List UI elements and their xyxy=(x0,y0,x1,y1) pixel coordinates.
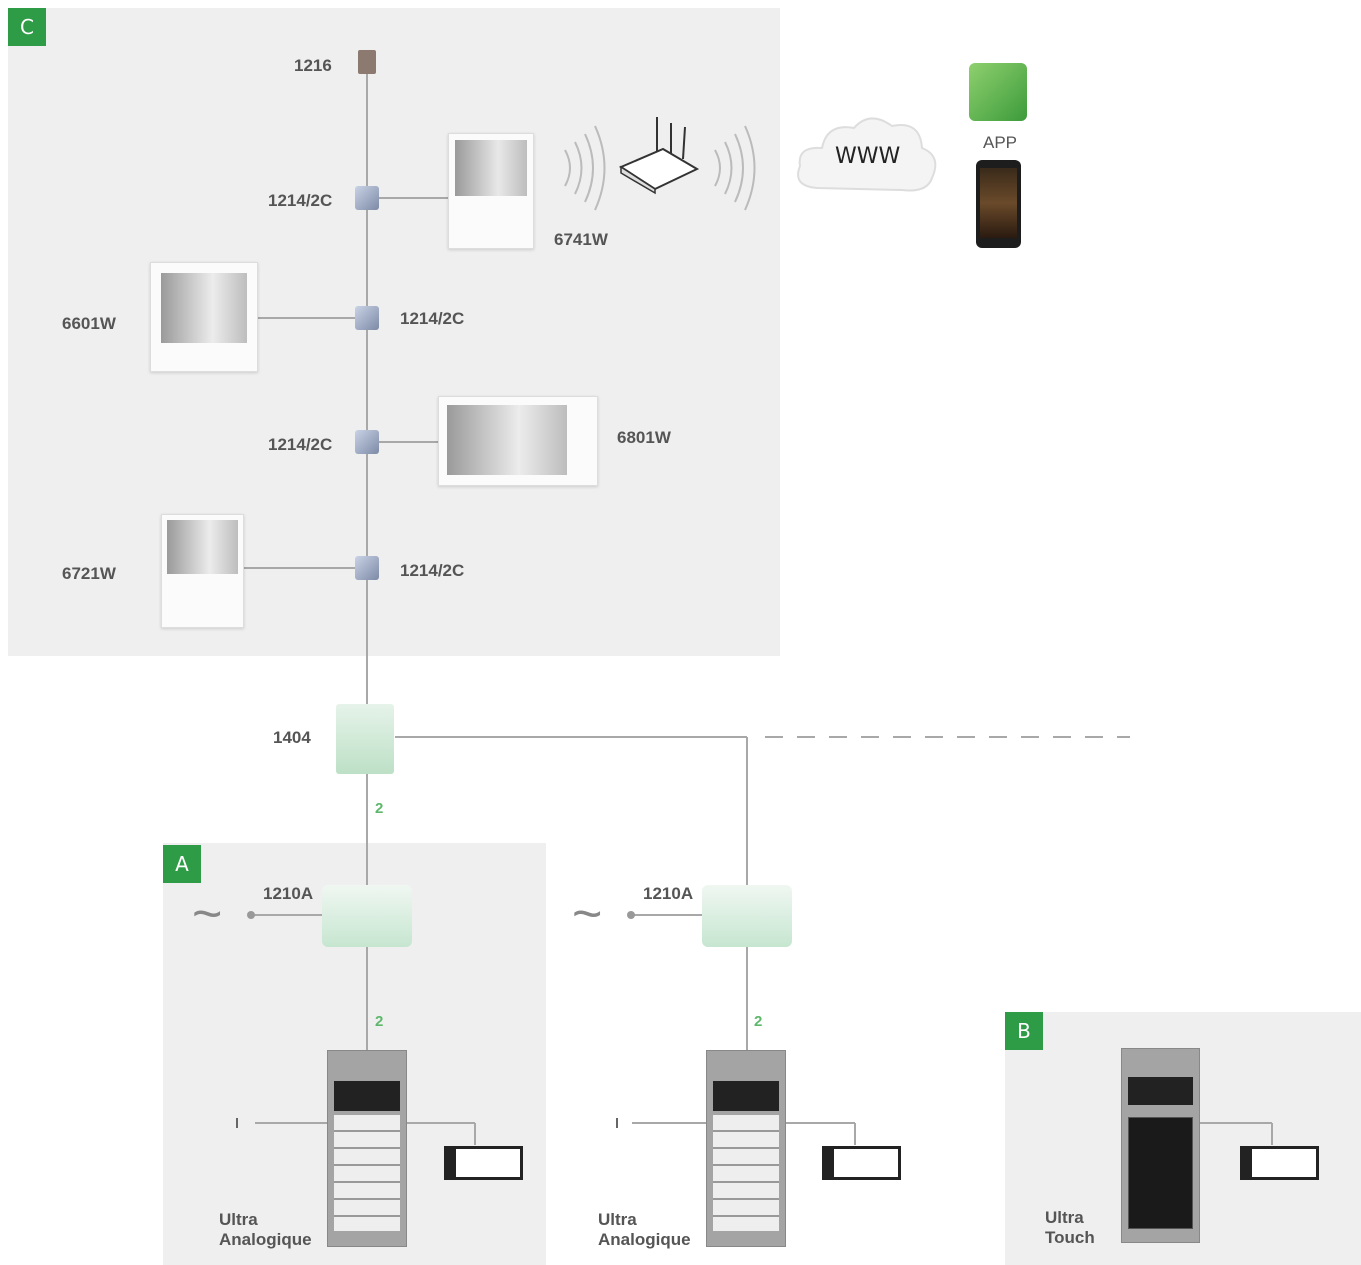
label-1214-2c: 1214/2C xyxy=(268,191,333,210)
module-1216-icon xyxy=(358,50,376,74)
distributor-1214-icon xyxy=(355,186,379,210)
monitor-6601w xyxy=(150,262,258,372)
wire-count-label: 2 xyxy=(375,1013,384,1030)
ultra-touch-label: Ultra Touch xyxy=(1045,1208,1095,1247)
monitor-6721w xyxy=(161,514,244,628)
power-supply-1210a xyxy=(702,885,792,947)
app-icon[interactable] xyxy=(969,63,1027,121)
zone-a-tag: A xyxy=(163,845,201,883)
power-supply-1210a xyxy=(322,885,412,947)
zone-c-tag: C xyxy=(8,8,46,46)
label-1216: 1216 xyxy=(294,56,332,75)
label-6741w: 6741W xyxy=(554,230,608,249)
zone-c xyxy=(8,8,780,656)
cloud-icon xyxy=(797,117,937,192)
label-6801w: 6801W xyxy=(617,428,671,447)
module-1404 xyxy=(336,704,394,774)
door-lock-icon xyxy=(444,1146,523,1180)
label-1404: 1404 xyxy=(273,728,311,747)
wire-count-label: 2 xyxy=(754,1013,763,1030)
door-panel-ultra-analogique xyxy=(706,1050,786,1247)
label-6721w: 6721W xyxy=(62,564,116,583)
www-label: WWW xyxy=(835,144,901,169)
distributor-1214-icon xyxy=(355,306,379,330)
exit-button-icon xyxy=(616,1118,632,1128)
monitor-6801w xyxy=(438,396,598,486)
label-1214-2c: 1214/2C xyxy=(400,561,465,580)
distributor-1214-icon xyxy=(355,430,379,454)
label-1214-2c: 1214/2C xyxy=(268,435,333,454)
wire-count-label: 2 xyxy=(375,800,384,817)
exit-button-icon xyxy=(236,1118,252,1128)
app-label: APP xyxy=(983,133,1018,152)
monitor-6741w xyxy=(448,133,534,249)
ultra-analogique-label: Ultra Analogique xyxy=(219,1210,312,1249)
ac-power-symbol: ~ xyxy=(572,885,603,943)
ac-power-symbol: ~ xyxy=(192,885,223,943)
distributor-1214-icon xyxy=(355,556,379,580)
label-1210a: 1210A xyxy=(643,884,694,903)
label-6601w: 6601W xyxy=(62,314,116,333)
door-panel-ultra-touch xyxy=(1121,1048,1200,1243)
smartphone-icon xyxy=(976,160,1021,248)
ultra-analogique-label: Ultra Analogique xyxy=(598,1210,691,1249)
zone-b-tag: B xyxy=(1005,1012,1043,1050)
label-1214-2c: 1214/2C xyxy=(400,309,465,328)
label-1210a: 1210A xyxy=(263,884,314,903)
wifi-router-icon xyxy=(618,117,699,195)
door-lock-icon xyxy=(1240,1146,1319,1180)
door-panel-ultra-analogique xyxy=(327,1050,407,1247)
door-lock-icon xyxy=(822,1146,901,1180)
